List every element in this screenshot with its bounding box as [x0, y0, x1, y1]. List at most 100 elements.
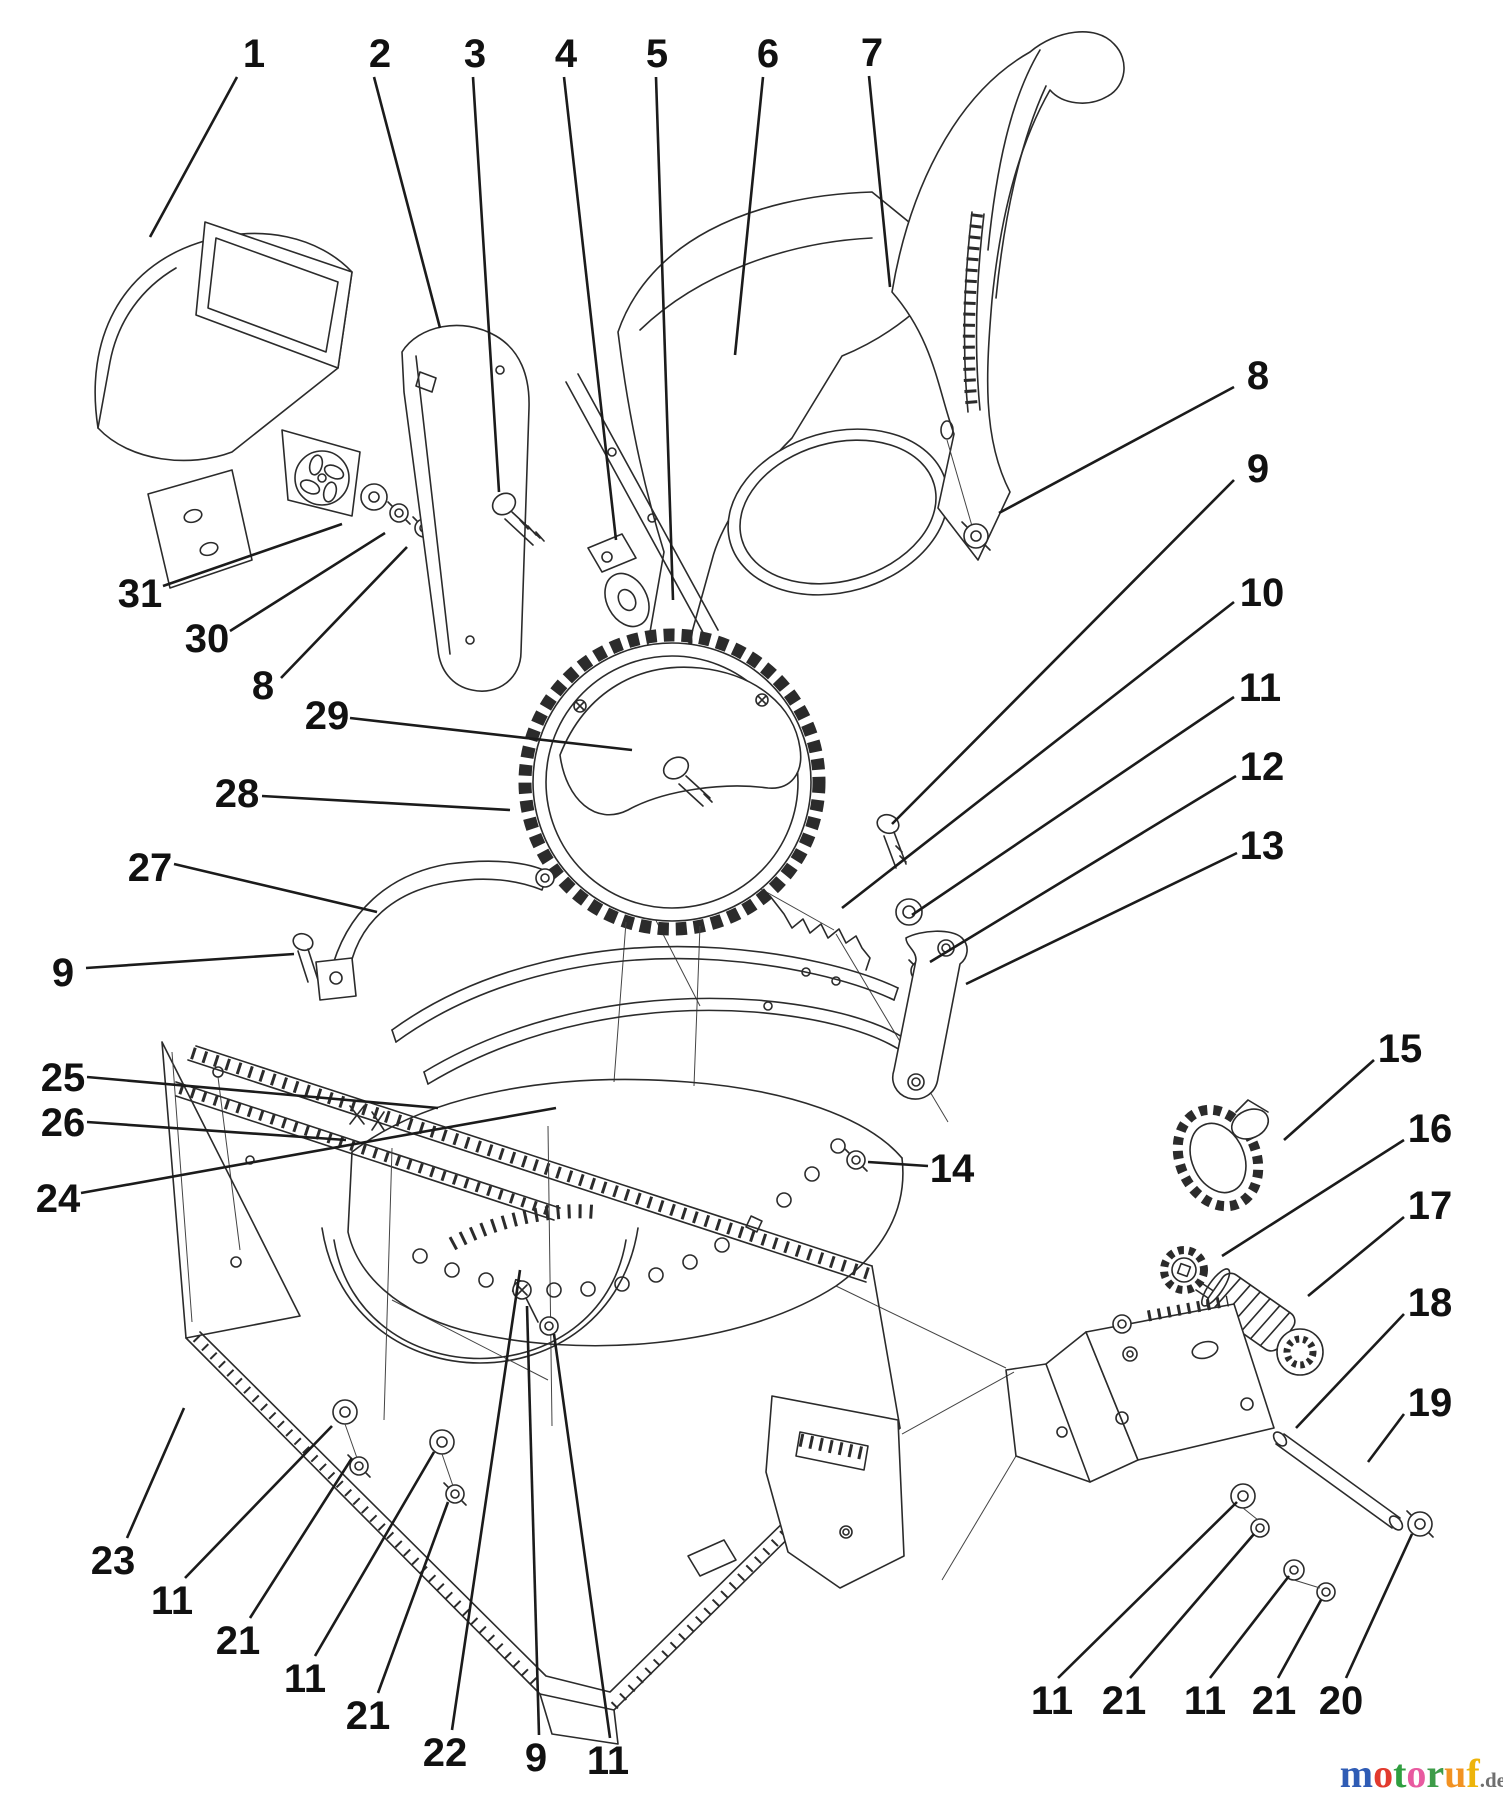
leader-line-21 — [1276, 1599, 1323, 1679]
callout-label-30: 30 — [185, 617, 230, 661]
callout-label-9: 9 — [52, 951, 74, 995]
callout-label-11: 11 — [1239, 666, 1281, 710]
leader-line-11 — [1057, 1501, 1238, 1679]
callout-label-6: 6 — [757, 32, 779, 76]
callout-label-3: 3 — [464, 32, 486, 76]
callout-label-20: 20 — [1319, 1679, 1364, 1723]
leader-line-25 — [86, 1075, 439, 1110]
logo-letter: u — [1444, 1751, 1467, 1796]
part-curved-arm-drawing — [292, 860, 555, 1001]
leader-line-11 — [1208, 1575, 1291, 1679]
part-ring-gear-drawing — [518, 628, 826, 1087]
logo-letter: m — [1339, 1751, 1374, 1796]
leader-line-11 — [184, 1425, 333, 1579]
leader-line-2 — [372, 76, 442, 329]
leader-line-1 — [148, 76, 239, 238]
part-upper-chute-drawing — [891, 31, 1125, 561]
part-worm-gear-drawing — [1201, 1268, 1324, 1376]
callout-label-21: 21 — [1252, 1679, 1297, 1723]
callout-label-2: 2 — [369, 32, 391, 76]
callout-leaders — [80, 75, 1414, 1739]
leader-line-11 — [552, 1333, 612, 1739]
leader-line-11 — [911, 695, 1235, 917]
leader-line-4 — [562, 76, 618, 541]
leader-line-8 — [998, 385, 1235, 515]
callout-label-11: 11 — [151, 1579, 193, 1623]
motoruf-logo-suffix: .de — [1479, 1768, 1503, 1792]
callout-label-22: 22 — [423, 1731, 468, 1775]
leader-line-17 — [1307, 1215, 1405, 1298]
leader-line-12 — [929, 774, 1237, 964]
leader-line-6 — [733, 76, 765, 356]
leader-line-19 — [1366, 1413, 1406, 1463]
callout-label-8: 8 — [252, 664, 274, 708]
logo-letter: o — [1406, 1751, 1427, 1796]
callout-label-26: 26 — [41, 1101, 86, 1145]
callout-label-13: 13 — [1240, 824, 1285, 868]
part-support-straps-drawing — [349, 945, 905, 1131]
leader-line-21 — [1129, 1533, 1255, 1679]
callout-label-10: 10 — [1240, 571, 1285, 615]
part-pinion-gear-drawing — [1160, 1246, 1225, 1306]
logo-letter: o — [1373, 1751, 1394, 1796]
callout-label-21: 21 — [216, 1619, 261, 1663]
callout-label-23: 23 — [91, 1539, 136, 1583]
leader-line-15 — [1283, 1059, 1375, 1141]
callout-label-24: 24 — [36, 1177, 81, 1221]
leader-line-30 — [229, 531, 386, 633]
part-housing-drawing — [161, 1041, 905, 1745]
part-lock-nut-drawing — [844, 1148, 868, 1172]
callout-label-8: 8 — [1247, 354, 1269, 398]
part-washer-plate-drawing — [587, 533, 650, 628]
callout-label-28: 28 — [215, 772, 260, 816]
leader-line-10 — [841, 600, 1235, 910]
leader-line-20 — [1344, 1533, 1414, 1679]
part-rod-and-fasteners-drawing — [1230, 1431, 1434, 1602]
callout-label-14: 14 — [930, 1147, 975, 1191]
callout-label-15: 15 — [1378, 1027, 1423, 1071]
leader-line-31 — [162, 522, 343, 588]
leader-line-9 — [85, 952, 295, 970]
part-cover-plate-drawing — [401, 324, 530, 692]
leader-line-23 — [125, 1407, 186, 1539]
part-lower-chute-drawing — [565, 191, 959, 691]
callout-label-7: 7 — [861, 31, 883, 75]
logo-letter: t — [1393, 1751, 1407, 1796]
part-clutch-gear-drawing — [1172, 1099, 1270, 1212]
callout-label-4: 4 — [555, 32, 578, 76]
leader-line-9 — [525, 1305, 541, 1736]
parts-linework — [94, 31, 1434, 1745]
part-bracket-drawing — [941, 1295, 1275, 1581]
leader-line-27 — [173, 862, 378, 914]
leader-line-24 — [80, 1106, 557, 1195]
part-chute-deflector-drawing — [94, 221, 361, 589]
leader-line-16 — [1221, 1138, 1405, 1258]
motoruf-logo-letters: motoruf — [1340, 1751, 1480, 1796]
leader-line-21 — [376, 1501, 450, 1694]
callout-label-18: 18 — [1408, 1281, 1453, 1325]
callout-label-17: 17 — [1408, 1184, 1453, 1228]
logo-letter: f — [1466, 1751, 1480, 1796]
callout-label-5: 5 — [646, 32, 668, 76]
part-bolt-drawing — [491, 492, 545, 546]
callout-label-11: 11 — [1184, 1679, 1226, 1723]
callout-label-11: 11 — [284, 1657, 326, 1701]
callout-label-21: 21 — [1102, 1679, 1147, 1723]
callout-label-12: 12 — [1240, 745, 1285, 789]
leader-line-26 — [86, 1120, 347, 1142]
callout-label-9: 9 — [1247, 447, 1269, 491]
leader-line-13 — [965, 851, 1238, 986]
motoruf-logo: motoruf.de — [1336, 1752, 1503, 1800]
callout-label-29: 29 — [305, 694, 350, 738]
leader-line-8 — [280, 546, 408, 679]
callout-label-27: 27 — [128, 846, 173, 890]
callout-label-21: 21 — [346, 1694, 391, 1738]
callout-label-1: 1 — [243, 32, 265, 76]
leader-line-11 — [313, 1451, 436, 1657]
leader-line-14 — [867, 1160, 929, 1168]
leader-line-22 — [450, 1269, 522, 1731]
leader-line-9 — [891, 479, 1235, 825]
